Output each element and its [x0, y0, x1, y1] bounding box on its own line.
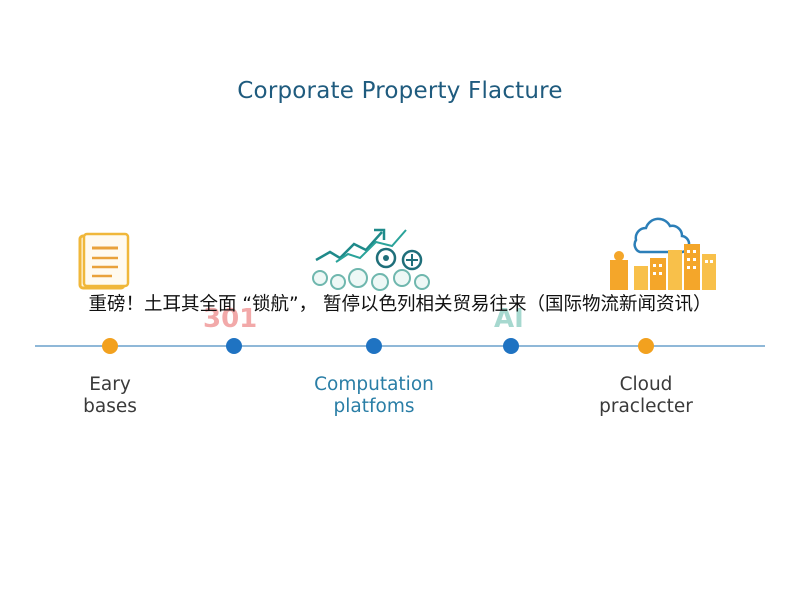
diagram-title: Corporate Property Flacture: [237, 78, 563, 104]
timeline-dot: [503, 338, 519, 354]
document-icon: [78, 232, 130, 290]
timeline-dot: [226, 338, 242, 354]
stage-label-line-2: praclecter: [599, 396, 693, 417]
overlay-caption: 重磅！土耳其全面 “锁航”， 暂停以色列相关贸易往来（国际物流新闻资讯）: [88, 294, 712, 315]
timeline-line: [35, 345, 765, 347]
timeline-dot: [638, 338, 654, 354]
stage-label-line-1: Computation: [314, 374, 434, 395]
timeline-dot: [102, 338, 118, 354]
stage-label-line-1: Eary: [89, 374, 131, 395]
ghost-label-ai: AI: [494, 304, 524, 334]
timeline-dot: [366, 338, 382, 354]
stage-label-line-2: bases: [83, 396, 137, 417]
growth-gears-icon: [312, 228, 430, 291]
stage-label-line-2: platfoms: [333, 396, 415, 417]
cloud-buildings-icon: [610, 217, 716, 290]
stage-label-line-1: Cloud: [619, 374, 673, 395]
ghost-label-301: 301: [203, 304, 258, 334]
